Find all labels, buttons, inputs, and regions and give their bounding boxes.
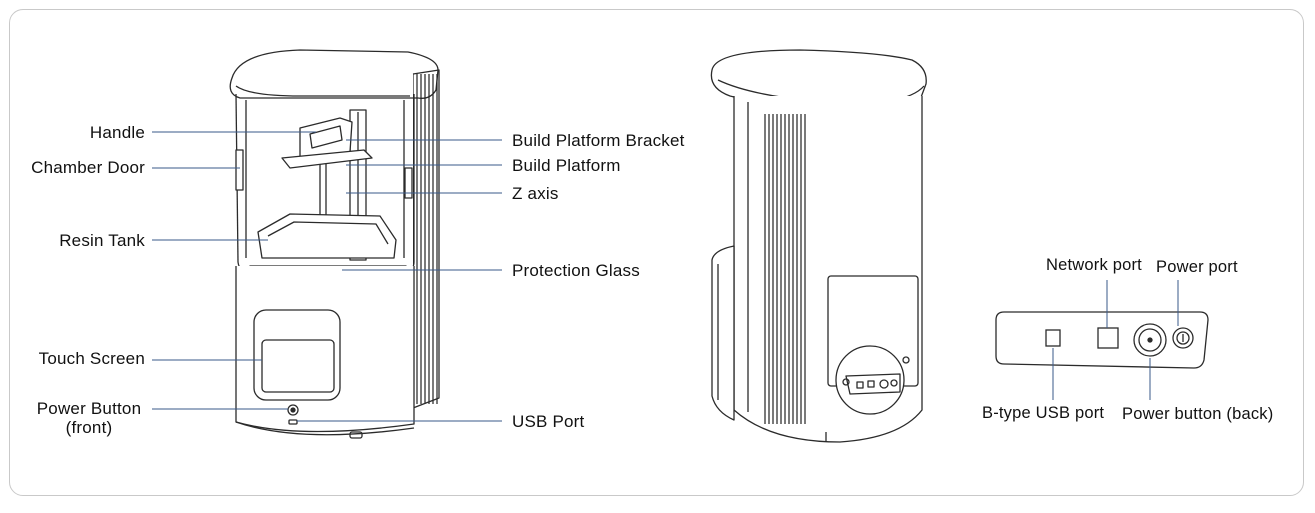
label-handle: Handle [89, 123, 145, 142]
b-type-usb-port-icon [1045, 329, 1061, 347]
leader-lines [152, 131, 1179, 422]
front-printer [229, 49, 440, 439]
label-power-port: Power port [1156, 258, 1238, 276]
label-chamber-door: Chamber Door [31, 158, 145, 177]
power-button-back-icon [1133, 323, 1167, 357]
label-usb-port: USB Port [512, 412, 585, 431]
power-port-icon [1172, 327, 1194, 349]
label-z-axis: Z axis [512, 184, 559, 203]
label-b-type-usb-port: B-type USB port [982, 404, 1105, 422]
label-power-button-front: (front) [65, 418, 113, 437]
label-network-port: Network port [1046, 256, 1142, 274]
network-port-icon [1097, 327, 1119, 349]
rear-printer [710, 49, 927, 443]
label-build-platform-bracket: Build Platform Bracket [512, 131, 685, 150]
diagram-frame [9, 9, 1304, 496]
label-resin-tank: Resin Tank [59, 231, 145, 250]
label-protection-glass: Protection Glass [512, 261, 640, 280]
label-power-button-back: Power button (back) [1122, 405, 1274, 423]
label-build-platform: Build Platform [512, 156, 621, 175]
port-panel [995, 311, 1209, 369]
label-touch-screen: Touch Screen [38, 349, 145, 368]
label-power-button: Power Button [36, 399, 142, 418]
